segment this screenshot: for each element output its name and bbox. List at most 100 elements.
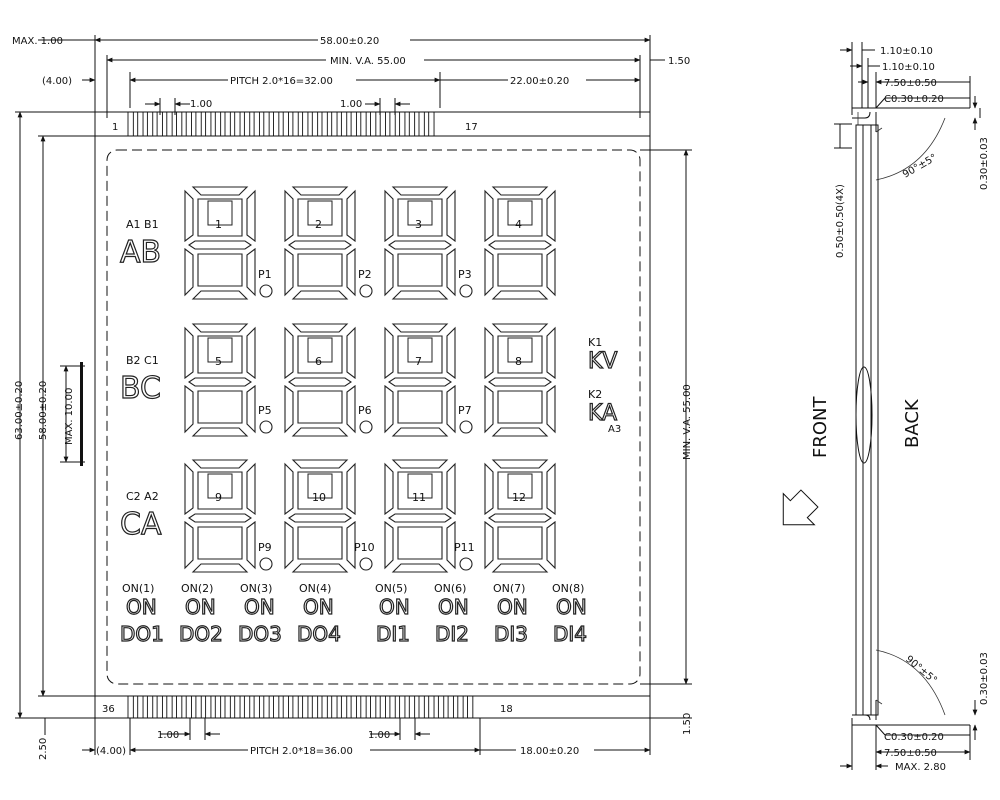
digit-8 xyxy=(484,323,556,437)
dim-bottom-1a: 1.00 xyxy=(157,730,179,741)
dim-height-58: 58.00±0.20 xyxy=(38,381,49,440)
digit-num-8: 8 xyxy=(515,355,522,368)
pin-bottom-36: 36 xyxy=(102,704,115,715)
bottom-pin xyxy=(340,695,348,719)
symbol-a3: A3 xyxy=(608,424,621,435)
row2-big-label: BC xyxy=(120,371,161,406)
bottom-pin xyxy=(127,695,134,719)
decimal-point-p11 xyxy=(459,557,473,571)
digit-7 xyxy=(384,323,456,437)
status-on-1: ON xyxy=(126,595,157,619)
bottom-pin xyxy=(137,695,144,719)
dim-width-58: 58.00±0.20 xyxy=(320,36,379,47)
digit-2 xyxy=(284,186,356,300)
side-dim-right-bot: 0.30±0.03 xyxy=(979,652,990,705)
status-small-2: ON(2) xyxy=(181,582,213,595)
top-pin xyxy=(331,111,338,137)
dim-bottom-4: (4.00) xyxy=(96,746,126,757)
bottom-pin xyxy=(321,695,328,719)
digit-3 xyxy=(384,186,456,300)
status-small-4: ON(4) xyxy=(299,582,331,595)
bottom-pin xyxy=(185,695,192,719)
status-label-di4: DI4 xyxy=(553,622,587,646)
status-on-4: ON xyxy=(303,595,334,619)
dim-height-63: 63.00±0.20 xyxy=(14,381,25,440)
point-label-p7: P7 xyxy=(458,404,472,417)
top-pin xyxy=(292,111,299,137)
digit-num-12: 12 xyxy=(512,491,526,504)
side-dim-ang-bot: 90°±5° xyxy=(903,654,939,687)
digit-row-1: A1 B1 AB 1 2 3 4 P1 P2 P3 xyxy=(119,186,556,300)
view-direction-arrow xyxy=(782,489,819,526)
decimal-point-p10 xyxy=(359,557,373,571)
decimal-point-p9 xyxy=(259,557,273,571)
side-dim-right-top: 0.30±0.03 xyxy=(979,137,990,190)
row2-small-labels: B2 C1 xyxy=(126,354,159,367)
point-label-p11: P11 xyxy=(454,541,475,554)
dim-right-22: 22.00±0.20 xyxy=(510,76,569,87)
status-indicators: ON(1) ON DO1 ON(2) ON DO2 ON(3) ON DO3 O… xyxy=(119,582,587,647)
digit-row-2: B2 C1 BC 5 6 7 8 P5 P6 P7 K1 KV K2 KA A3 xyxy=(119,323,621,437)
bottom-pin xyxy=(389,695,396,719)
top-pin xyxy=(340,111,348,137)
top-pin xyxy=(137,111,144,137)
digit-num-7: 7 xyxy=(415,355,422,368)
top-pin xyxy=(408,111,416,137)
dim-bottom-1b: 1.00 xyxy=(368,730,390,741)
top-pin xyxy=(253,111,260,137)
symbol-kv: KV xyxy=(588,349,617,374)
dim-max-1: MAX. 1.00 xyxy=(12,36,63,47)
point-label-p10: P10 xyxy=(354,541,375,554)
top-pin xyxy=(146,111,154,137)
point-label-p5: P5 xyxy=(258,404,272,417)
dim-min-va-v: MIN. V.A. 55.00 xyxy=(682,384,693,460)
pin-top-1: 1 xyxy=(112,122,118,133)
dim-min-va-h: MIN. V.A. 55.00 xyxy=(330,56,406,67)
row1-small-labels: A1 B1 xyxy=(126,218,159,231)
side-dim-b2: MAX. 2.80 xyxy=(895,762,946,773)
digit-num-1: 1 xyxy=(215,218,222,231)
top-pin xyxy=(370,111,377,137)
bottom-pin xyxy=(360,695,367,719)
top-pin xyxy=(166,111,173,137)
row3-small-labels: C2 A2 xyxy=(126,490,159,503)
digit-num-2: 2 xyxy=(315,218,322,231)
point-label-p2: P2 xyxy=(358,268,372,281)
digit-11 xyxy=(384,459,456,573)
bottom-pin xyxy=(418,695,425,719)
top-pin xyxy=(263,111,270,137)
side-dim-t2: 1.10±0.10 xyxy=(882,62,935,73)
top-pin xyxy=(185,111,192,137)
dim-pitch-top: PITCH 2.0*16=32.00 xyxy=(230,76,333,87)
side-dim-c-bot: C0.30±0.20 xyxy=(884,732,944,743)
digit-10 xyxy=(284,459,356,573)
decimal-point-p6 xyxy=(359,420,373,434)
digit-num-11: 11 xyxy=(412,491,426,504)
status-small-7: ON(7) xyxy=(493,582,525,595)
bottom-pin xyxy=(311,695,319,719)
bottom-pin xyxy=(379,695,386,719)
dim-right-18: 18.00±0.20 xyxy=(520,746,579,757)
pin-bottom-18: 18 xyxy=(500,704,513,715)
decimal-point-p2 xyxy=(359,284,373,298)
side-view: 1.10±0.10 1.10±0.10 7.50±0.50 C0.30±0.20… xyxy=(782,42,990,773)
status-small-6: ON(6) xyxy=(434,582,466,595)
bottom-pin xyxy=(447,695,454,719)
bottom-pin xyxy=(331,695,338,719)
digit-6 xyxy=(284,323,356,437)
digit-num-5: 5 xyxy=(215,355,222,368)
symbol-k1: K1 xyxy=(588,336,602,349)
dim-max-10: MAX. 10.00 xyxy=(64,388,75,445)
bottom-pin xyxy=(156,695,163,719)
status-small-3: ON(3) xyxy=(240,582,272,595)
bottom-pin xyxy=(205,695,212,719)
digit-9 xyxy=(184,459,256,573)
bottom-pin xyxy=(234,695,241,719)
status-small-8: ON(8) xyxy=(552,582,584,595)
top-pin xyxy=(360,111,367,137)
status-label-do3: DO3 xyxy=(238,622,282,646)
bottom-pin xyxy=(243,695,251,719)
point-label-p9: P9 xyxy=(258,541,272,554)
bottom-pin xyxy=(428,695,435,719)
row1-big-label: AB xyxy=(120,235,161,270)
